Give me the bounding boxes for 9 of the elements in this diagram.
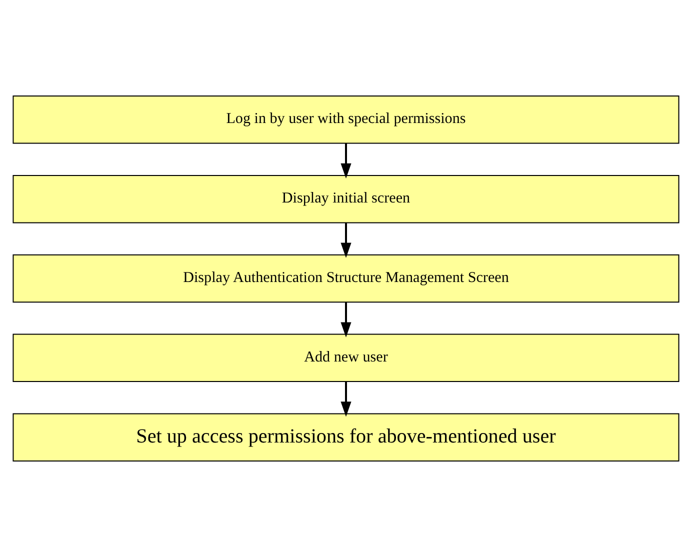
arrow xyxy=(340,143,351,178)
node-box: Display Authentication Structure Management Screen xyxy=(12,254,679,303)
arrow xyxy=(340,302,351,338)
node-box: Display initial screen xyxy=(12,174,679,224)
arrow xyxy=(340,382,351,417)
arrow xyxy=(340,222,351,258)
node-box: Log in by user with special permissions xyxy=(12,96,679,144)
node-box: Add new user xyxy=(12,334,679,382)
node-box: Set up access permissions for above-mentioned user xyxy=(12,413,679,462)
